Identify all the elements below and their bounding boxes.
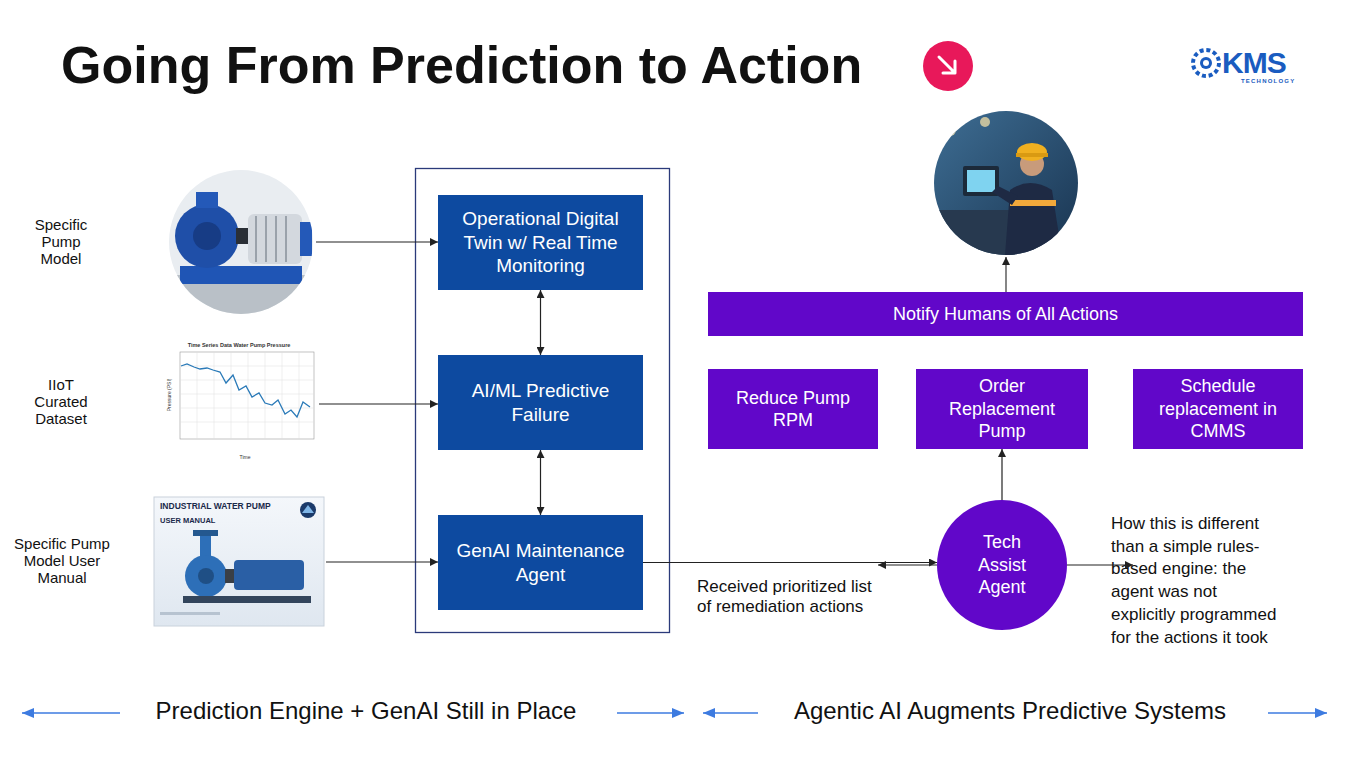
connector-arrow xyxy=(1001,449,1002,500)
span-arrow xyxy=(703,712,758,714)
connector-arrow xyxy=(540,450,541,515)
text-label: Agentic AI Augments Predictive Systems xyxy=(763,697,1257,725)
node-text: Tech Assist Agent xyxy=(962,531,1042,599)
text-label: Specific Pump Model User Manual xyxy=(5,535,119,586)
text-label: INDUSTRIAL WATER PUMP xyxy=(160,502,310,512)
process-box: Operational Digital Twin w/ Real Time Mo… xyxy=(438,195,643,290)
span-arrow xyxy=(1268,712,1327,714)
node-text: Reduce Pump RPM xyxy=(718,387,868,432)
logo-icon xyxy=(1193,50,1219,76)
agent-circle: Tech Assist Agent xyxy=(937,500,1067,630)
text-label: Specific Pump Model xyxy=(21,216,101,267)
pump-photo xyxy=(165,165,320,325)
text-label: Pressure (PSI) xyxy=(167,365,173,425)
node-text: Notify Humans of All Actions xyxy=(893,303,1118,326)
span-arrow xyxy=(617,712,684,714)
group-frame xyxy=(416,169,670,633)
pressure-chart xyxy=(160,340,318,465)
user-manual-cover xyxy=(154,497,324,626)
input-arrow xyxy=(326,561,438,562)
input-arrow xyxy=(319,403,438,404)
action-box: Reduce Pump RPM xyxy=(708,369,878,449)
node-text: Schedule replacement in CMMS xyxy=(1143,375,1293,443)
node-text: AI/ML Predictive Failure xyxy=(450,379,631,427)
text-label: IIoT Curated Dataset xyxy=(21,376,101,427)
process-box: GenAI Maintenance Agent xyxy=(438,515,643,610)
text-label: How this is different than a simple rule… xyxy=(1111,513,1283,649)
text-label: KMS xyxy=(1222,46,1314,81)
span-arrow xyxy=(22,712,120,714)
connector-arrow xyxy=(878,564,937,565)
text-label: TECHNOLOGY xyxy=(1241,78,1313,85)
edge-label: Received prioritized list of remediation… xyxy=(697,577,882,618)
connector-arrow xyxy=(540,290,541,355)
action-box: Order Replacement Pump xyxy=(916,369,1088,449)
notify-arrow xyxy=(1005,257,1006,292)
process-box: AI/ML Predictive Failure xyxy=(438,355,643,450)
worker-photo xyxy=(930,108,1085,263)
slide-title: Going From Prediction to Action xyxy=(61,37,862,94)
node-text: Order Replacement Pump xyxy=(926,375,1078,443)
action-band: Notify Humans of All Actions xyxy=(708,292,1303,336)
text-label: Time Series Data Water Pump Pressure xyxy=(160,342,318,348)
text-label: USER MANUAL xyxy=(160,517,280,526)
node-text: Operational Digital Twin w/ Real Time Mo… xyxy=(450,207,631,278)
text-label: Prediction Engine + GenAI Still in Place xyxy=(130,697,602,725)
connector-arrow xyxy=(643,562,937,563)
text-label: Time xyxy=(225,455,265,461)
action-box: Schedule replacement in CMMS xyxy=(1133,369,1303,449)
node-text: GenAI Maintenance Agent xyxy=(450,539,631,587)
input-arrow xyxy=(316,241,438,242)
arrow-icon xyxy=(923,41,973,91)
